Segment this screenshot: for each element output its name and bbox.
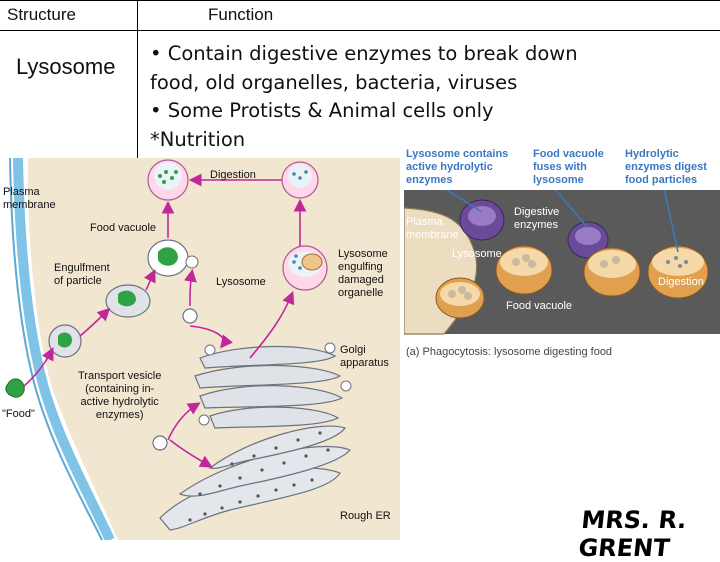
caption-hydrolytic-digest: Hydrolytic enzymes digest food particles [625, 148, 707, 186]
label-digestion: Digestion [210, 169, 256, 181]
food-vacuole-shape [147, 239, 199, 277]
right-figure-caption: (a) Phagocytosis: lysosome digesting foo… [406, 346, 613, 358]
food-particle-icon [5, 378, 25, 398]
right-label-digestion: Digestion [658, 276, 704, 288]
right-lysosome-1 [459, 199, 505, 241]
golgi-apparatus-shape [194, 345, 344, 429]
structure-name: Lysosome [16, 54, 116, 79]
right-food-vacuole-1 [495, 245, 553, 295]
author-signature: MRS. R. GRENT [577, 506, 689, 562]
caption-food-vacuole-fuses: Food vacuole fuses with lysosome [533, 148, 604, 186]
engulfment-pocket [48, 324, 82, 358]
header-structure: Structure [7, 5, 76, 24]
function-description: • Contain digestive enzymes to break dow… [150, 40, 710, 154]
plasma-membrane-edge [9, 157, 103, 541]
right-label-digestive-enzymes: Digestive enzymes [514, 206, 560, 231]
digestion-vacuole-shape [147, 159, 189, 201]
caption-pointer-lines [445, 190, 679, 253]
table-column-divider [137, 0, 138, 160]
right-label-food-vacuole: Food vacuole [506, 300, 573, 312]
label-plasma-membrane: Plasma membrane [3, 186, 56, 211]
lysosome-cell-diagram: Plasma membrane Digestion Food vacuole E… [0, 157, 400, 543]
label-rough-er: Rough ER [340, 510, 391, 522]
label-food-vacuole: Food vacuole [90, 222, 157, 234]
right-food-vacuole-2 [583, 247, 641, 297]
caption-lysosome-contains: Lysosome contains active hydrolytic enzy… [406, 148, 509, 186]
label-engulfment: Engulfment of particle [54, 262, 110, 287]
function-line: *Nutrition [150, 127, 246, 151]
table-header-divider [0, 30, 720, 31]
process-arrows [23, 173, 307, 468]
right-label-plasma-membrane: Plasma membrane [406, 216, 459, 241]
lysosome-engulfing-organelle-shape [282, 245, 328, 291]
transport-vesicle-shape [152, 435, 168, 451]
label-lysosome-engulfing: Lysosome engulfing damaged organelle [338, 248, 388, 299]
function-line: food, old organelles, bacteria, viruses [150, 70, 518, 94]
right-lysosome-2 [567, 221, 609, 259]
function-line: • Contain digestive enzymes to break dow… [150, 42, 578, 65]
right-digestion-vacuole [647, 245, 709, 299]
label-golgi: Golgi apparatus [340, 344, 389, 369]
function-line: • Some Protists & Animal cells only [150, 99, 494, 122]
right-label-lysosome: Lysosome [452, 248, 502, 260]
engulfed-particle-vesicle [105, 284, 151, 318]
label-food: "Food" [2, 408, 35, 420]
digestion-result-vesicle [281, 161, 319, 199]
cell-diagram-graphic [5, 157, 400, 543]
label-lysosome: Lysosome [216, 276, 266, 288]
header-function: Function [208, 5, 274, 24]
lysosome-shape [182, 308, 198, 324]
right-food-vacuole-bottom [435, 277, 485, 319]
phagocytosis-diagram: Lysosome contains active hydrolytic enzy… [404, 144, 720, 364]
table-top-border [0, 0, 720, 1]
label-transport-vesicle: Transport vesicle (containing in- active… [78, 370, 162, 421]
plasma-membrane-line [13, 157, 115, 543]
phagocytosis-graphic [404, 190, 720, 335]
